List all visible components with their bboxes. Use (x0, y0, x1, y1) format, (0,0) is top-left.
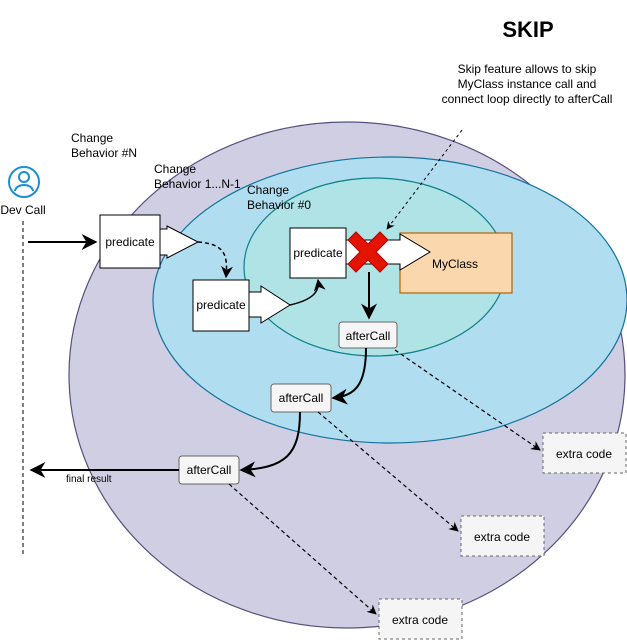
myclass-label: MyClass (432, 257, 478, 271)
dev-call-label: Dev Call (0, 203, 45, 217)
note-line-3: connect loop directly to afterCall (442, 92, 613, 106)
outer-layer-label-2: Behavior #N (71, 146, 137, 160)
aftercall-outer-label: afterCall (187, 463, 232, 477)
note-line-2: MyClass instance call and (458, 77, 597, 91)
myclass-box (399, 232, 513, 294)
note-pointer-arrow (386, 129, 463, 230)
note-line-1: Skip feature allows to skip (458, 62, 597, 76)
predicate-label-inner: predicate (293, 246, 343, 260)
predicate-label-middle: predicate (196, 298, 246, 312)
diagram-title: SKIP (502, 17, 553, 42)
predicate-box-inner (289, 227, 347, 279)
extra-arrow-middle (317, 411, 459, 532)
extra-code-inner-label: extra code (556, 447, 612, 461)
final-result-label: final result (66, 474, 112, 485)
middle-layer-label-1: Change (154, 162, 196, 176)
predicate-label-outer: predicate (105, 235, 155, 249)
outer-layer-label-1: Change (71, 131, 113, 145)
middle-layer-label-2: Behavior 1...N-1 (154, 177, 241, 191)
predicate-box-outer (99, 214, 161, 269)
extra-code-middle-box (460, 515, 545, 557)
inner-layer-label-2: Behavior #0 (247, 198, 311, 212)
aftercall-inner-label: afterCall (346, 329, 391, 343)
aftercall-middle-label: afterCall (279, 391, 324, 405)
extra-arrow-outer (228, 483, 377, 615)
flow-aftercall-inner-to-middle (331, 347, 367, 405)
extra-code-outer-label: extra code (392, 613, 448, 627)
user-icon (8, 166, 40, 198)
flow-middle-to-inner (289, 278, 326, 306)
inner-layer-label-1: Change (247, 183, 289, 197)
extra-code-inner-box (542, 432, 627, 474)
flow-aftercall-middle-to-outer (239, 411, 301, 478)
extra-arrow-inner (394, 349, 541, 451)
extra-code-outer-box (378, 598, 463, 640)
predicate-box-middle (192, 279, 250, 332)
extra-code-middle-label: extra code (474, 530, 530, 544)
aftercall-inner-box (338, 321, 398, 349)
cross-icon (347, 231, 389, 273)
